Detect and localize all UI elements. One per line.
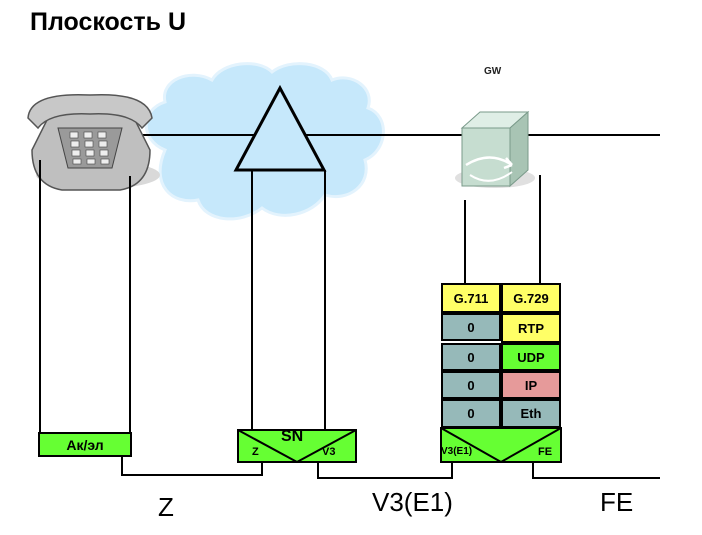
interface-z: Z	[158, 492, 174, 522]
interface-v3e1: V3(E1)	[372, 487, 453, 517]
gateway-server-icon	[455, 110, 535, 188]
gateway-label: GW	[484, 66, 502, 77]
codec-g711: G.711	[441, 283, 501, 313]
interface-fe: FE	[600, 487, 634, 517]
sn-port-v3: V3	[322, 446, 336, 458]
sn-box	[237, 429, 357, 464]
gw-interface-box	[440, 427, 562, 464]
stack-rtp: RTP	[501, 313, 561, 343]
stack-ip: IP	[501, 371, 561, 399]
connection-lines	[39, 160, 660, 479]
sn-label: SN	[281, 428, 304, 445]
sn-port-z: Z	[252, 446, 259, 458]
switch-triangle-icon	[233, 84, 327, 172]
stack-left-0: 0	[441, 313, 501, 341]
stack-eth: Eth	[501, 399, 561, 428]
stack-left-2: 0	[441, 371, 501, 399]
codec-g729: G.729	[501, 283, 561, 313]
gw-port-fe: FE	[538, 446, 553, 458]
stack-left-3: 0	[441, 399, 501, 428]
stack-udp: UDP	[501, 343, 561, 371]
gw-port-v3e1: V3(E1)	[441, 446, 473, 457]
stack-left-1: 0	[441, 343, 501, 371]
telephone-icon	[27, 93, 160, 191]
page-title: Плоскость U	[30, 8, 187, 36]
analog-line-box: Ак/эл	[38, 432, 132, 457]
